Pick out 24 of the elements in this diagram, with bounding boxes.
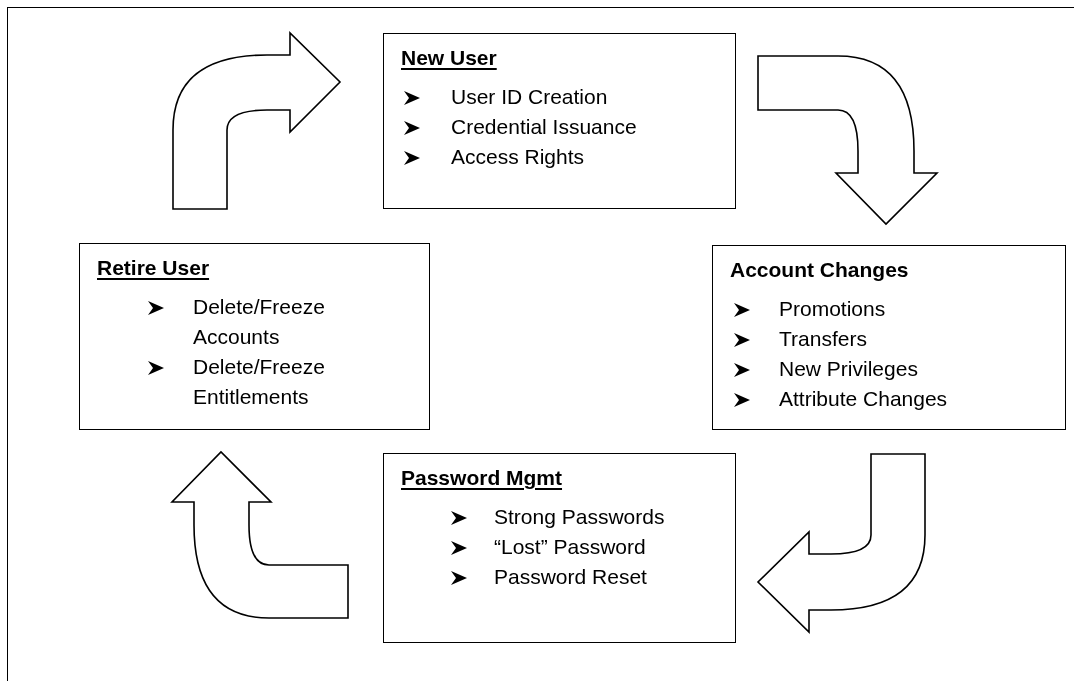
box-heading: Retire User	[97, 255, 210, 281]
curved-block-arrow	[172, 32, 341, 210]
list-item: Access Rights	[451, 144, 586, 170]
list-item: Attribute Changes	[779, 386, 949, 412]
box-heading: Account Changes	[730, 257, 909, 283]
box-heading: Password Mgmt	[401, 465, 563, 491]
box-heading: New User	[401, 45, 497, 71]
process-box	[383, 33, 736, 209]
list-item: Promotions	[779, 296, 887, 322]
list-item: Strong Passwords	[494, 504, 666, 530]
list-item: Transfers	[779, 326, 868, 352]
curved-block-arrow	[757, 453, 926, 633]
list-item: Credential Issuance	[451, 114, 638, 140]
curved-block-arrow	[171, 451, 349, 619]
list-item: Delete/Freeze Entitlements	[193, 354, 326, 410]
list-item: Password Reset	[494, 564, 648, 590]
list-item: New Privileges	[779, 356, 919, 382]
list-item: User ID Creation	[451, 84, 609, 110]
curved-block-arrow	[757, 55, 938, 225]
list-item: “Lost” Password	[494, 534, 647, 560]
process-box	[712, 245, 1066, 430]
process-box	[383, 453, 736, 643]
list-item: Delete/Freeze Accounts	[193, 294, 326, 350]
process-box	[79, 243, 430, 430]
